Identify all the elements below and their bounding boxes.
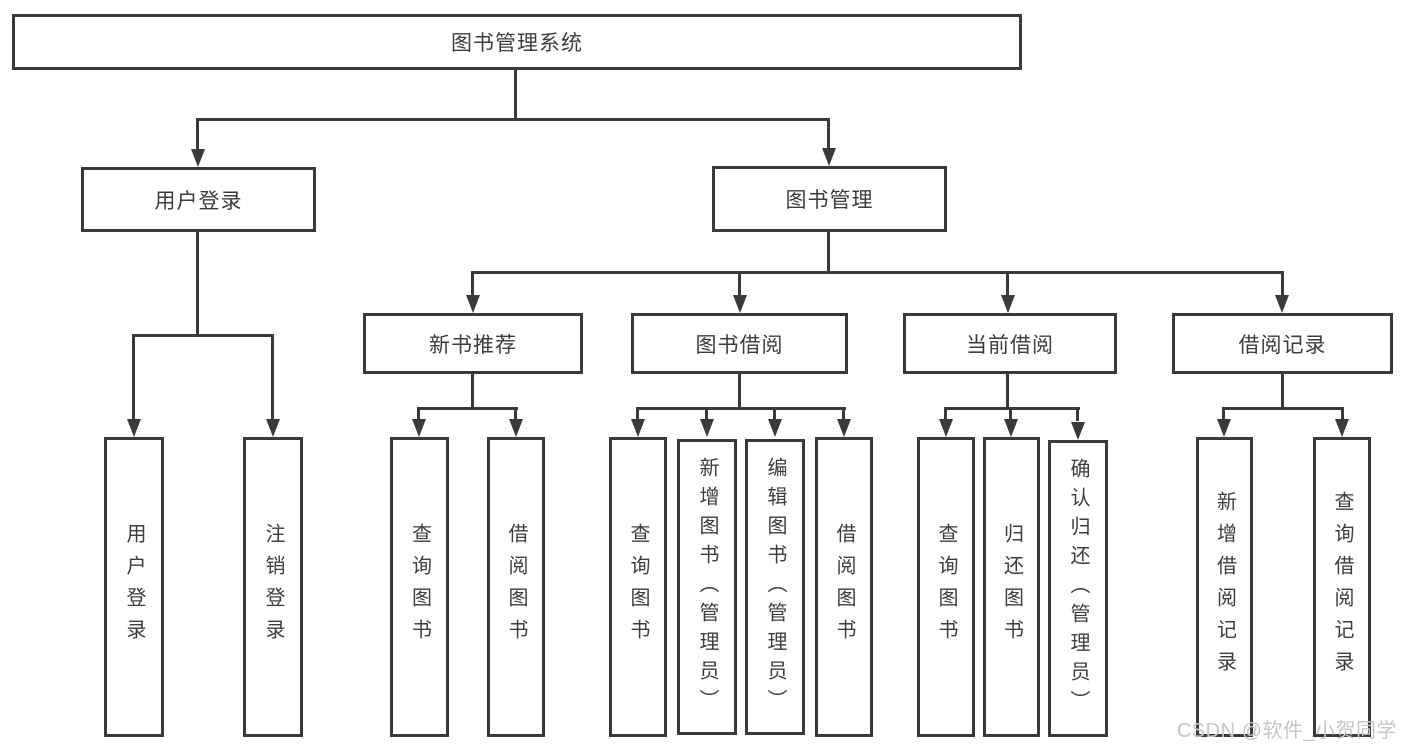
connector-leaf-stub — [514, 407, 517, 421]
node-current-borrow: 当前借阅 — [903, 313, 1117, 374]
arrow-down-icon — [768, 419, 782, 437]
connector-leaf-stub — [417, 407, 420, 421]
connector-bookborrow-stem — [738, 374, 741, 410]
connector-leaf-stub — [636, 407, 639, 421]
leaf-rec-query-book: 查询图书 — [390, 437, 449, 737]
leaf-user-login-label: 用户登录 — [123, 523, 145, 651]
node-user-login: 用户登录 — [81, 167, 316, 232]
leaf-br-query-record-label: 查询借阅记录 — [1331, 491, 1353, 683]
connector-leaf-stub — [842, 407, 845, 421]
arrow-down-icon — [837, 419, 851, 437]
connector-leaf-stub — [773, 407, 776, 421]
connector-groupA-drop-2 — [271, 334, 274, 421]
arrow-down-icon — [191, 149, 205, 167]
connector-newbookrec-stem — [471, 374, 474, 410]
arrow-down-icon — [412, 419, 426, 437]
arrow-down-icon — [1001, 295, 1015, 313]
arrow-down-icon — [266, 419, 280, 437]
leaf-bb-borrow-book: 借阅图书 — [815, 437, 873, 737]
node-book-management-label: 图书管理 — [785, 189, 874, 212]
csdn-watermark: CSDN @软件_小贺同学 — [1176, 720, 1397, 742]
node-current-borrow-label: 当前借阅 — [966, 333, 1054, 357]
arrow-down-icon — [700, 419, 714, 437]
leaf-cb-confirm-return: 确认归还（管理员） — [1048, 440, 1108, 737]
leaf-cb-query-book: 查询图书 — [917, 437, 975, 737]
connector-userlogin-stem — [196, 232, 199, 337]
arrow-down-icon — [1217, 419, 1231, 437]
leaf-br-query-record: 查询借阅记录 — [1313, 437, 1371, 737]
leaf-bb-query-book: 查询图书 — [609, 437, 667, 737]
arrow-down-icon — [1004, 419, 1018, 437]
leaf-cb-query-book-label: 查询图书 — [935, 523, 957, 651]
connector-leaf-stub — [1009, 407, 1012, 421]
node-borrow-record-label: 借阅记录 — [1238, 333, 1327, 357]
leaf-bb-borrow-book-label: 借阅图书 — [833, 523, 855, 651]
leaf-bb-add-book-label: 新增图书（管理员） — [696, 456, 718, 718]
leaf-user-login: 用户登录 — [104, 437, 164, 737]
connector-level3-drop-3 — [1006, 271, 1009, 295]
leaf-rec-query-book-label: 查询图书 — [408, 523, 431, 651]
node-new-book-recommend: 新书推荐 — [363, 313, 583, 374]
node-book-borrow-label: 图书借阅 — [695, 333, 784, 357]
connector-groupE-horizontal — [1222, 407, 1344, 410]
connector-groupB-horizontal — [417, 407, 518, 410]
connector-level3-drop-2 — [738, 271, 741, 295]
node-borrow-record: 借阅记录 — [1172, 313, 1393, 374]
leaf-bb-query-book-label: 查询图书 — [627, 523, 649, 651]
arrow-down-icon — [1335, 419, 1349, 437]
arrow-down-icon — [1071, 422, 1085, 440]
node-new-book-recommend-label: 新书推荐 — [429, 333, 517, 357]
leaf-rec-borrow-book-label: 借阅图书 — [505, 523, 527, 651]
connector-groupA-drop-1 — [132, 334, 135, 421]
connector-leaf-stub — [1222, 407, 1225, 421]
node-root: 图书管理系统 — [12, 14, 1022, 70]
leaf-br-add-record: 新增借阅记录 — [1196, 437, 1253, 737]
leaf-cb-return-book: 归还图书 — [983, 437, 1040, 737]
leaf-logout: 注销登录 — [243, 437, 303, 737]
connector-level3-horizontal — [471, 271, 1284, 274]
node-book-management: 图书管理 — [712, 166, 947, 232]
arrow-down-icon — [939, 419, 953, 437]
connector-userlogin-drop — [196, 118, 199, 151]
node-root-label: 图书管理系统 — [451, 32, 583, 55]
leaf-cb-return-book-label: 归还图书 — [1000, 523, 1023, 651]
connector-root-stem — [514, 70, 517, 120]
leaf-cb-confirm-return-label: 确认归还（管理员） — [1067, 458, 1089, 719]
connector-leaf-stub — [1076, 407, 1079, 421]
connector-groupD-horizontal — [944, 407, 1080, 410]
arrow-down-icon — [631, 419, 645, 437]
connector-level3-drop-1 — [471, 271, 474, 295]
connector-level2-horizontal — [196, 118, 830, 121]
node-user-login-label: 用户登录 — [154, 189, 243, 213]
connector-bookmgmt-stem — [827, 232, 830, 274]
arrow-down-icon — [733, 295, 747, 313]
arrow-down-icon — [822, 148, 836, 166]
connector-level3-drop-4 — [1281, 271, 1284, 295]
leaf-br-add-record-label: 新增借阅记录 — [1213, 491, 1236, 683]
arrow-down-icon — [466, 295, 480, 313]
connector-leaf-stub — [705, 407, 708, 421]
connector-currentborrow-stem — [1006, 374, 1009, 410]
arrow-down-icon — [127, 419, 141, 437]
arrow-down-icon — [1275, 295, 1289, 313]
connector-leaf-stub — [1341, 407, 1344, 421]
connector-borrowrecord-stem — [1281, 374, 1284, 410]
leaf-logout-label: 注销登录 — [262, 523, 284, 651]
connector-bookmgmt-drop — [827, 118, 830, 151]
leaf-bb-add-book: 新增图书（管理员） — [677, 439, 737, 735]
leaf-rec-borrow-book: 借阅图书 — [487, 437, 545, 737]
connector-groupC-horizontal — [636, 407, 846, 410]
node-book-borrow: 图书借阅 — [631, 313, 848, 374]
leaf-bb-edit-book: 编辑图书（管理员） — [745, 439, 805, 735]
leaf-bb-edit-book-label: 编辑图书（管理员） — [764, 456, 786, 718]
arrow-down-icon — [509, 419, 523, 437]
connector-groupA-horizontal — [132, 334, 274, 337]
connector-leaf-stub — [944, 407, 947, 421]
